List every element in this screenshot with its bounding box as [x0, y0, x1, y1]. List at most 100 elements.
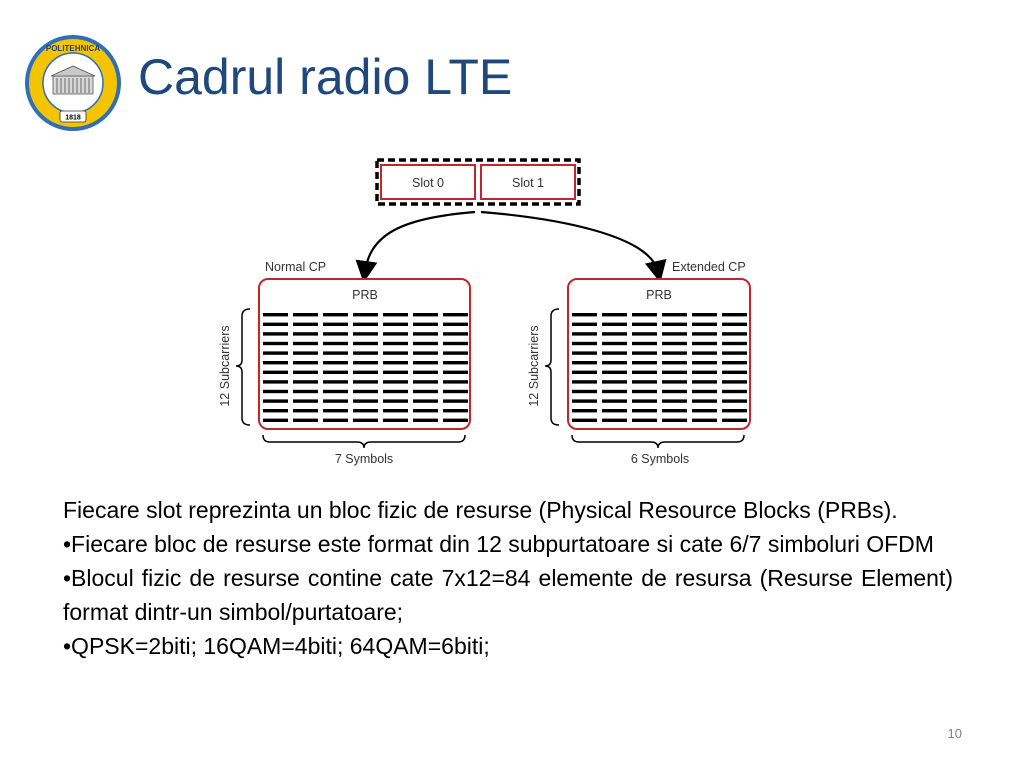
resource-element: [692, 351, 717, 355]
resource-element: [293, 332, 318, 336]
resource-element: [443, 418, 468, 422]
resource-element: [413, 361, 438, 365]
resource-element: [602, 399, 627, 403]
arrow-to-normal: [355, 210, 476, 283]
resource-element: [692, 361, 717, 365]
resource-element: [413, 409, 438, 413]
resource-element: [293, 341, 318, 346]
resource-element: [323, 418, 348, 422]
resource-element: [323, 399, 348, 403]
resource-element: [443, 361, 468, 365]
slide-body: Fiecare slot reprezinta un bloc fizic de…: [63, 493, 953, 663]
resource-element: [443, 389, 468, 394]
slide-title: Cadrul radio LTE: [138, 49, 513, 105]
resource-element: [383, 351, 408, 355]
resource-element: [323, 370, 348, 374]
resource-element: [353, 370, 378, 374]
resource-element: [293, 370, 318, 374]
resource-element: [602, 322, 627, 326]
bullet-item: •Fiecare bloc de resurse este format din…: [63, 531, 934, 557]
resource-element: [692, 332, 717, 336]
resource-element: [383, 389, 408, 394]
resource-element: [263, 361, 288, 365]
resource-element: [383, 418, 408, 422]
resource-element: [722, 322, 747, 326]
resource-element: [413, 418, 438, 422]
resource-element: [263, 418, 288, 422]
resource-element: [263, 389, 288, 394]
symbols-brace-extended: [571, 434, 745, 449]
resource-element: [383, 313, 408, 317]
resource-element: [263, 370, 288, 374]
bullet-item: •Blocul fizic de resurse contine cate 7x…: [63, 565, 953, 625]
prb-label-normal: PRB: [352, 288, 378, 302]
symbols-label-normal: 7 Symbols: [335, 452, 393, 466]
bullet-item: •QPSK=2biti; 16QAM=4biti; 64QAM=6biti;: [63, 633, 490, 659]
resource-element: [353, 418, 378, 422]
resource-element: [353, 380, 378, 384]
resource-element: [293, 361, 318, 365]
resource-element: [353, 361, 378, 365]
resource-element: [572, 409, 597, 413]
resource-element: [443, 409, 468, 413]
resource-element: [662, 313, 687, 317]
resource-element: [662, 341, 687, 346]
resource-element: [632, 322, 657, 326]
resource-element: [572, 351, 597, 355]
resource-element: [353, 351, 378, 355]
page-number: 10: [947, 726, 962, 741]
resource-element: [443, 351, 468, 355]
resource-element: [572, 361, 597, 365]
resource-element: [662, 418, 687, 422]
resource-element: [692, 370, 717, 374]
resource-element: [572, 389, 597, 394]
subcarriers-label-normal: 12 Subcarriers: [218, 325, 232, 406]
resource-element: [383, 399, 408, 403]
resource-element: [443, 370, 468, 374]
resource-element: [602, 409, 627, 413]
extended-cp-label: Extended CP: [672, 260, 746, 274]
resource-element: [413, 332, 438, 336]
resource-element: [692, 313, 717, 317]
resource-element: [353, 313, 378, 317]
resource-element: [692, 409, 717, 413]
resource-element: [662, 361, 687, 365]
resource-element: [692, 389, 717, 394]
resource-element: [602, 332, 627, 336]
resource-element: [443, 341, 468, 346]
subcarrier-brace-extended: [544, 308, 560, 426]
resource-element: [413, 322, 438, 326]
resource-element: [602, 389, 627, 394]
resource-element: [692, 399, 717, 403]
resource-element: [632, 418, 657, 422]
resource-element: [572, 370, 597, 374]
resource-element: [722, 313, 747, 317]
resource-element: [722, 380, 747, 384]
resource-element: [632, 389, 657, 394]
resource-element: [632, 409, 657, 413]
resource-element: [632, 341, 657, 346]
resource-element: [692, 322, 717, 326]
resource-element: [602, 380, 627, 384]
resource-element: [662, 399, 687, 403]
subcarriers-label-extended: 12 Subcarriers: [527, 325, 541, 406]
resource-element: [383, 370, 408, 374]
normal-cp-label: Normal CP: [265, 260, 326, 274]
resource-element: [413, 370, 438, 374]
resource-element: [572, 418, 597, 422]
resource-element: [383, 409, 408, 413]
resource-element: [692, 418, 717, 422]
logo-top-text: POLITEHNICA: [46, 44, 100, 53]
resource-element: [413, 380, 438, 384]
resource-element: [662, 332, 687, 336]
resource-element: [662, 409, 687, 413]
slot0-box: [380, 164, 476, 200]
resource-element: [722, 389, 747, 394]
subframe-outline: [375, 158, 581, 206]
resource-element: [632, 351, 657, 355]
logo-year: 1818: [65, 115, 81, 122]
resource-element: [353, 332, 378, 336]
resource-element: [572, 399, 597, 403]
resource-element: [293, 313, 318, 317]
resource-element: [662, 380, 687, 384]
